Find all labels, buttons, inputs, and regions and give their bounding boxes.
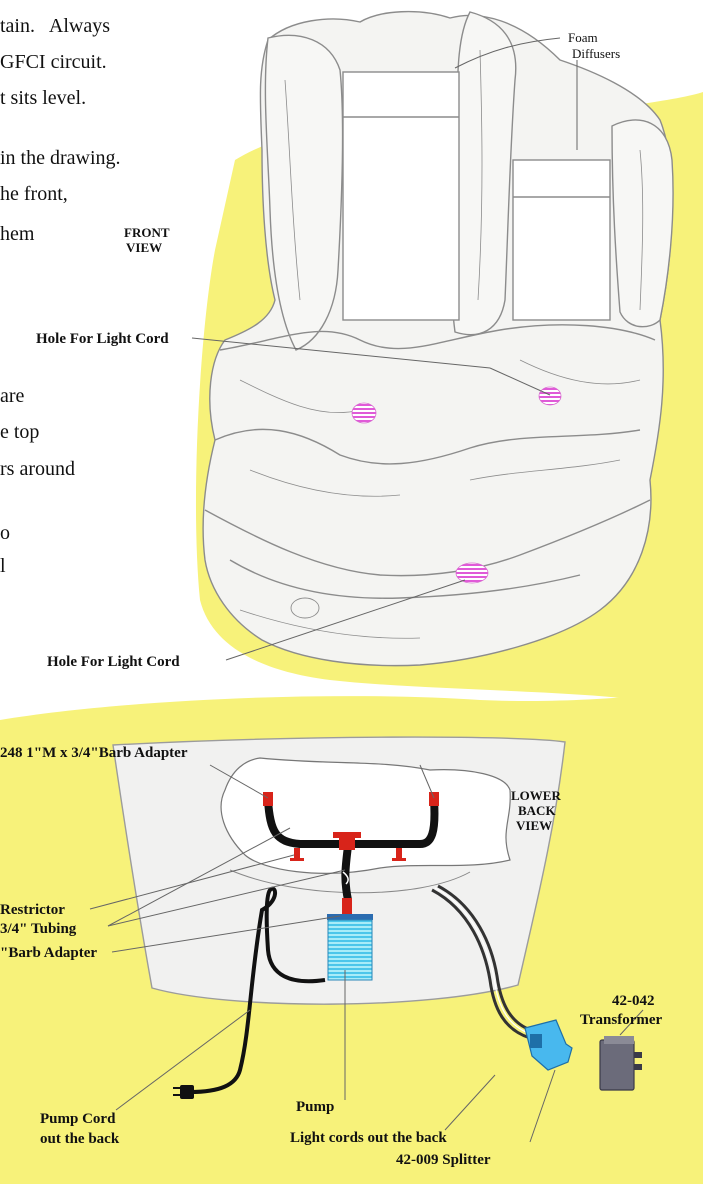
body-text-line9: rs around (0, 458, 75, 480)
pump (327, 914, 373, 980)
front-view-label-line1: FRONT (124, 225, 170, 240)
body-text-line6: hem (0, 223, 35, 245)
light-cords-label: Light cords out the back (290, 1130, 447, 1146)
body-text-line4: in the drawing. (0, 147, 121, 169)
body-text-line8: e top (0, 421, 39, 443)
body-text-line1: tain. Always (0, 15, 110, 37)
light-cord-hole-right (539, 387, 561, 405)
splitter-label: 42-009 Splitter (396, 1152, 491, 1168)
back-view-label-line2: BACK (518, 803, 556, 818)
tubing-label: 3/4" Tubing (0, 921, 77, 937)
pump-cord-label-line1: Pump Cord (40, 1111, 116, 1127)
hole-label-lower: Hole For Light Cord (47, 654, 180, 670)
barb-adapter-left-label: "Barb Adapter (0, 945, 97, 961)
body-text-line3: t sits level. (0, 87, 86, 109)
foam-label-line1: Foam (568, 30, 598, 45)
pump-cord-label-line2: out the back (40, 1131, 120, 1147)
body-text-line10: o (0, 522, 10, 544)
light-cord-hole-bottom (456, 563, 488, 583)
transformer-label-line1: 42-042 (612, 993, 655, 1009)
front-view-rock (203, 12, 673, 666)
transformer-label-line2: Transformer (580, 1012, 663, 1028)
barb-adapter-top-label: 248 1"M x 3/4"Barb Adapter (0, 745, 188, 761)
body-text-line2: GFCI circuit. (0, 51, 107, 73)
body-text-line7: are (0, 385, 25, 407)
body-text-line11: l (0, 555, 6, 577)
back-view-label-line3: VIEW (516, 818, 552, 833)
back-view-label-line1: LOWER (511, 788, 561, 803)
front-view-label-line2: VIEW (126, 240, 162, 255)
foam-label-line2: Diffusers (572, 46, 620, 61)
restrictor-label: Restrictor (0, 902, 65, 918)
pump-label: Pump (296, 1099, 334, 1115)
light-cord-hole-left (352, 403, 376, 423)
body-text-line5: he front, (0, 183, 68, 205)
hole-label-upper: Hole For Light Cord (36, 331, 169, 347)
